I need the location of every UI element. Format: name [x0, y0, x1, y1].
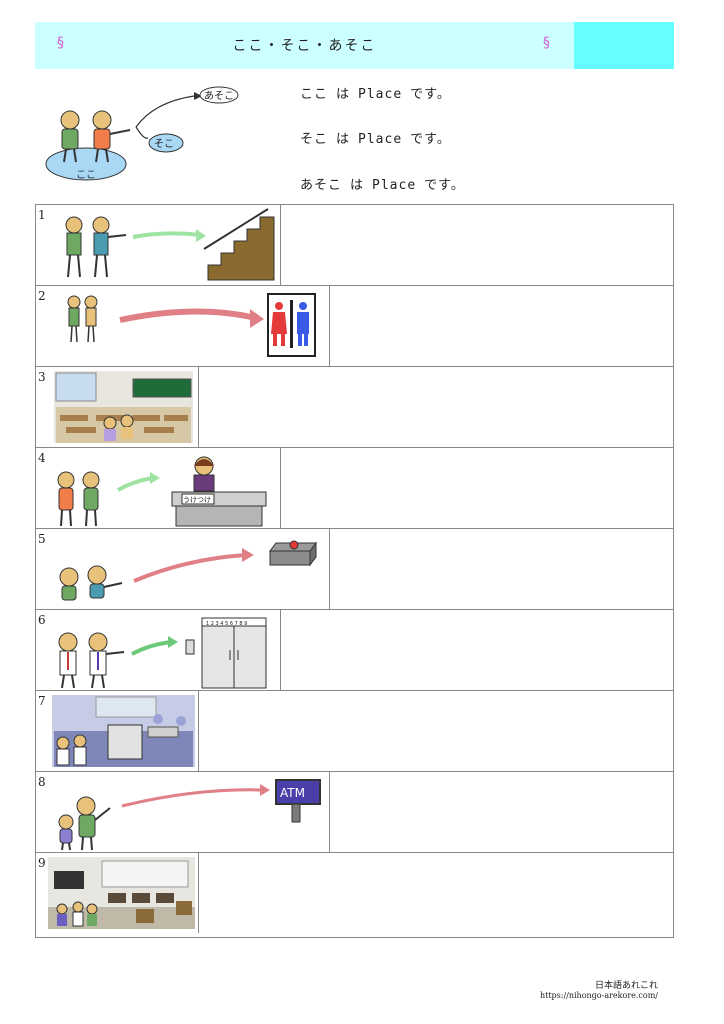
floor-numbers: 1 2 3 4 5 6 7 8 9: [206, 621, 247, 627]
exercise-row-2: 2: [36, 286, 673, 367]
koko-label: ここ: [76, 170, 96, 181]
reception-desk-icon: うけつけ: [36, 448, 281, 528]
elevator-icon: 1 2 3 4 5 6 7 8 9: [36, 610, 281, 690]
row-number: 7: [38, 694, 46, 708]
section-mark-left: §: [57, 35, 64, 51]
exercise-table: 1 2: [35, 204, 674, 938]
row-number: 9: [38, 856, 46, 870]
row-number: 3: [38, 370, 46, 384]
exercise-row-1: 1: [36, 205, 673, 286]
koko-soko-asoko-illustration: ここ あそこ そこ: [44, 82, 244, 187]
title-banner: § ここ・そこ・あそこ §: [35, 22, 674, 69]
row-number: 2: [38, 289, 46, 303]
section-mark-right: §: [543, 35, 550, 51]
meeting-room-icon: [36, 853, 199, 933]
restroom-sign-icon: [36, 286, 330, 366]
soko-label: そこ: [154, 138, 174, 150]
footer-credit: 日本語あれこれ https://nihongo-arekore.com/: [540, 978, 658, 1000]
exercise-row-7: 7: [36, 691, 673, 772]
exercise-row-6: 1 2 3 4 5 6 7 8 9 6: [36, 610, 673, 691]
site-url[interactable]: https://nihongo-arekore.com/: [539, 991, 658, 1000]
atm-icon: ATM: [36, 772, 330, 852]
exercise-row-5: 5: [36, 529, 673, 610]
banner-accent-block: [574, 22, 674, 69]
asoko-label: あそこ: [204, 90, 234, 102]
classroom-icon: [36, 367, 199, 447]
office-icon: [36, 691, 199, 771]
row-number: 6: [38, 613, 46, 627]
exercise-row-8: ATM 8: [36, 772, 673, 853]
exercise-row-9: 9: [36, 853, 673, 934]
row-number: 4: [38, 451, 46, 465]
stairs-icon: [36, 205, 281, 285]
row-number: 1: [38, 208, 46, 222]
page-title: ここ・そこ・あそこ: [232, 38, 377, 54]
alarm-button-icon: [36, 529, 330, 609]
exercise-row-3: 3: [36, 367, 673, 448]
site-brand: 日本語あれこれ: [594, 981, 658, 991]
reception-label: うけつけ: [183, 496, 211, 504]
exercise-row-4: うけつけ 4: [36, 448, 673, 529]
row-number: 8: [38, 775, 46, 789]
row-number: 5: [38, 532, 46, 546]
atm-sign-text: ATM: [280, 786, 305, 800]
